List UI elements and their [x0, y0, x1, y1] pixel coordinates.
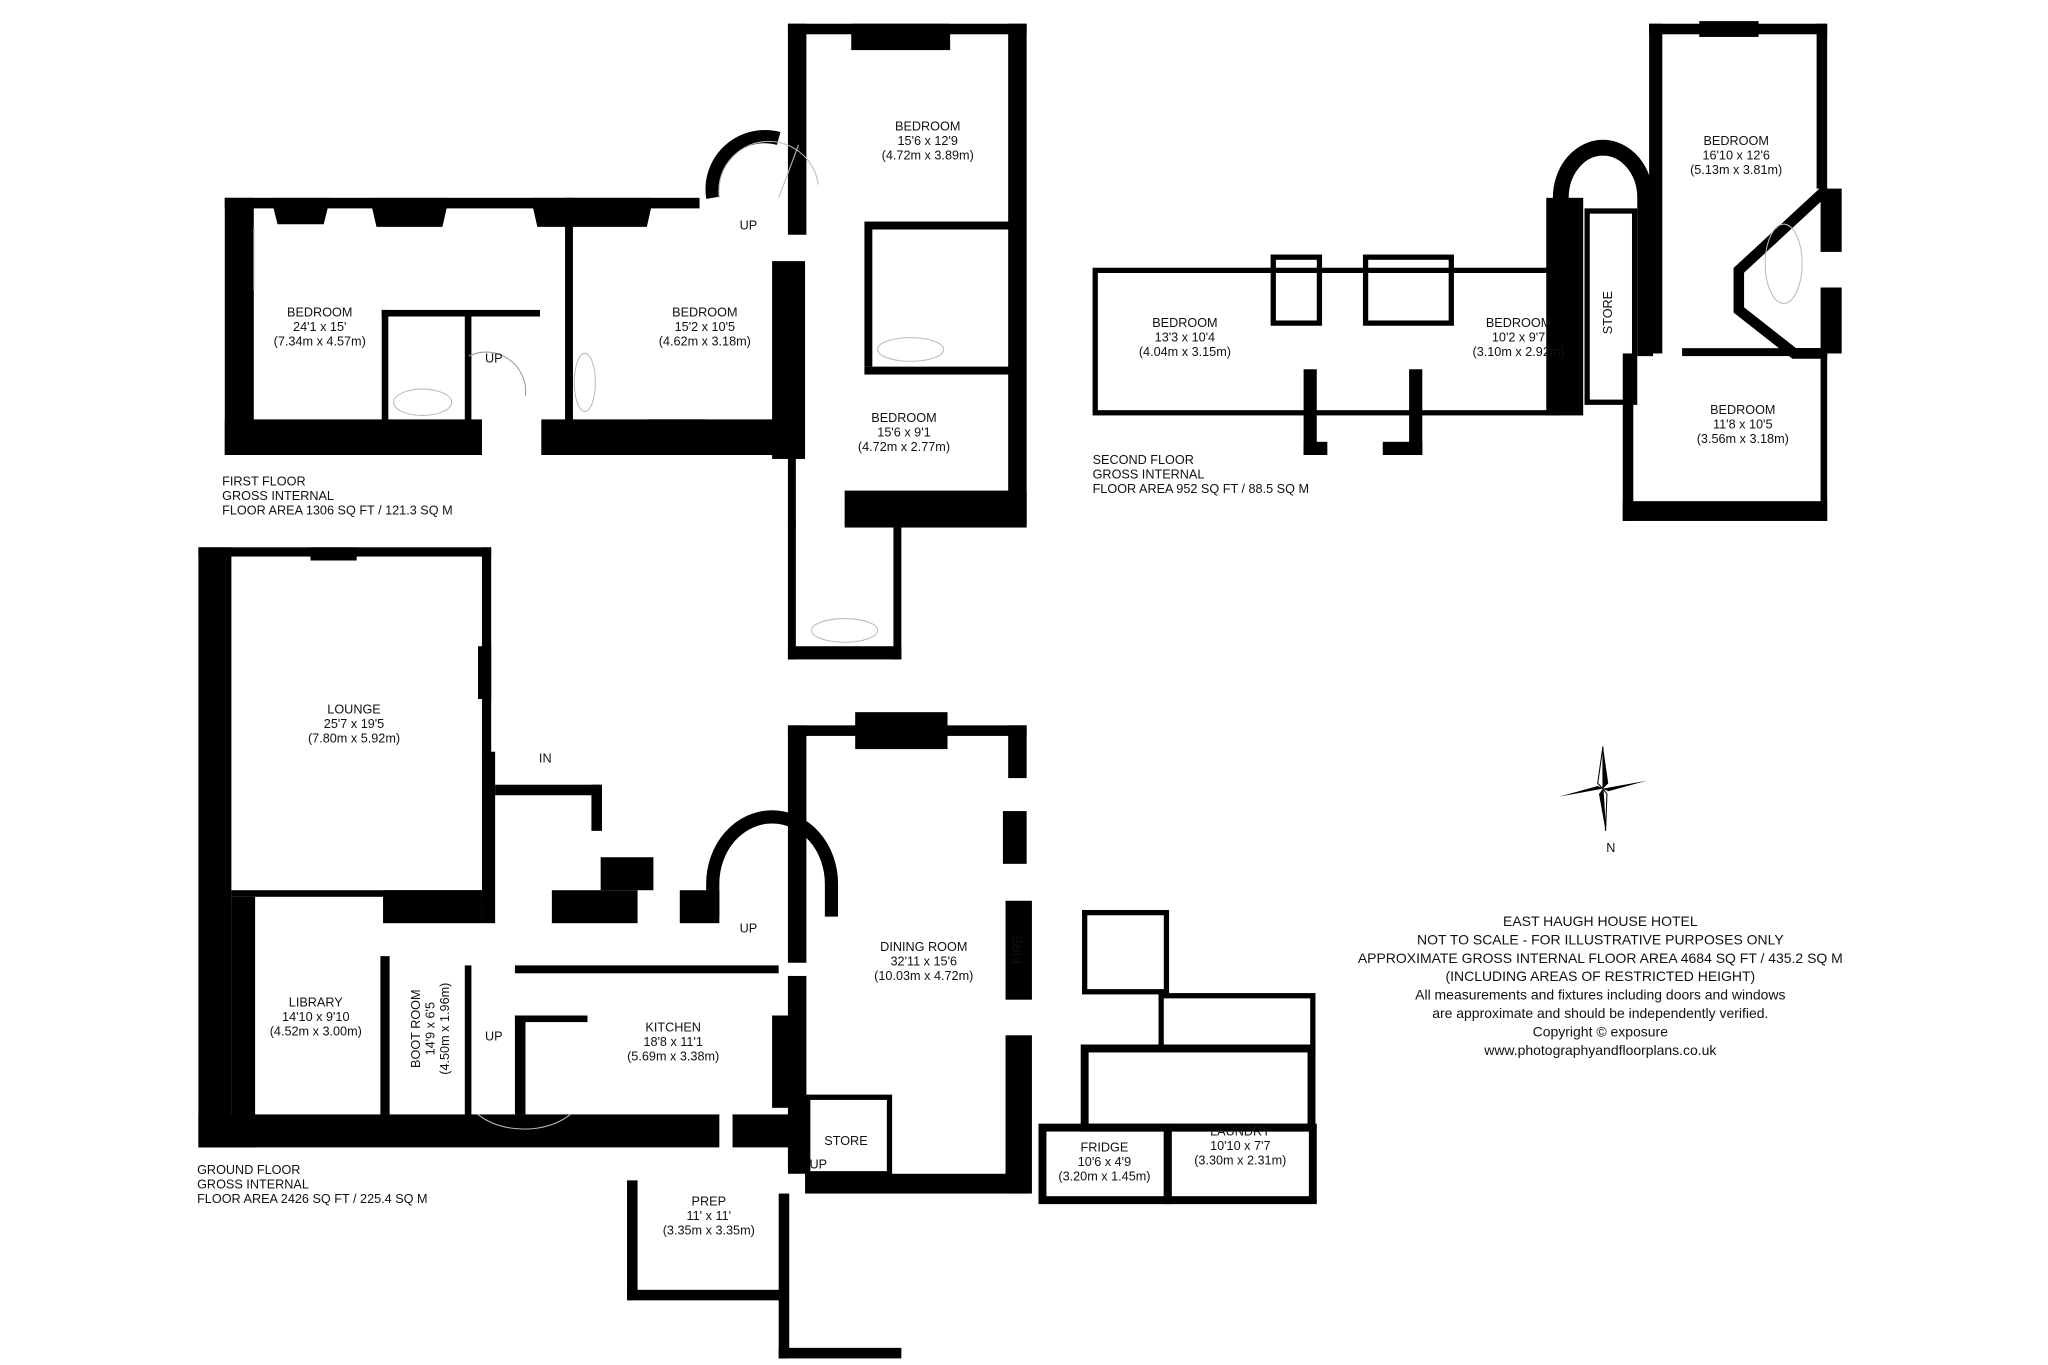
entrance-in-label: IN — [539, 751, 552, 765]
room-label-sf-bedroom-3: BEDROOM 16'10 x 12'6 (5.13m x 3.81m) — [1690, 134, 1782, 177]
svg-text:(3.30m x 2.31m): (3.30m x 2.31m) — [1194, 1154, 1286, 1168]
svg-text:24'1 x 15': 24'1 x 15' — [293, 320, 346, 334]
compass-north-label: N — [1606, 841, 1615, 855]
ground-floor-plan — [198, 547, 1317, 1359]
svg-text:Copyright © exposure: Copyright © exposure — [1533, 1024, 1669, 1040]
svg-text:SECOND FLOOR: SECOND FLOOR — [1093, 453, 1194, 467]
svg-text:BEDROOM: BEDROOM — [871, 411, 936, 425]
svg-text:(4.62m x 3.18m): (4.62m x 3.18m) — [659, 335, 751, 349]
svg-text:are approximate and should be: are approximate and should be independen… — [1432, 1005, 1768, 1021]
svg-text:25'7 x 19'5: 25'7 x 19'5 — [324, 717, 384, 731]
room-label-sf-bedroom-4: BEDROOM 11'8 x 10'5 (3.56m x 3.18m) — [1697, 403, 1789, 446]
svg-text:(7.34m x 4.57m): (7.34m x 4.57m) — [274, 335, 366, 349]
stair-up-label: UP — [740, 218, 758, 232]
svg-text:APPROXIMATE GROSS INTERNAL FLO: APPROXIMATE GROSS INTERNAL FLOOR AREA 46… — [1358, 950, 1843, 966]
svg-text:13'3 x 10'4: 13'3 x 10'4 — [1155, 331, 1215, 345]
stair-up-label: UP — [485, 1030, 503, 1044]
room-label-laundry: LAUNDRY 10'10 x 7'7 (3.30m x 2.31m) — [1194, 1125, 1286, 1168]
svg-text:14'9 x 6'5: 14'9 x 6'5 — [423, 1002, 437, 1055]
svg-text:BEDROOM: BEDROOM — [1703, 134, 1768, 148]
property-title: EAST HAUGH HOUSE HOTEL — [1503, 913, 1698, 929]
svg-text:(4.52m x 3.00m): (4.52m x 3.00m) — [270, 1024, 362, 1038]
first-floor-plan — [224, 23, 1027, 660]
svg-text:(3.56m x 3.18m): (3.56m x 3.18m) — [1697, 432, 1789, 446]
svg-text:GROSS INTERNAL: GROSS INTERNAL — [197, 1177, 309, 1191]
svg-text:FLOOR AREA 2426 SQ FT / 225.4: FLOOR AREA 2426 SQ FT / 225.4 SQ M — [197, 1192, 428, 1206]
room-label-prep: PREP 11' x 11' (3.35m x 3.35m) — [663, 1194, 755, 1237]
svg-text:16'10 x 12'6: 16'10 x 12'6 — [1702, 149, 1769, 163]
svg-text:(4.04m x 3.15m): (4.04m x 3.15m) — [1139, 345, 1231, 359]
stair-up-label: UP — [485, 352, 503, 366]
svg-text:BEDROOM: BEDROOM — [1486, 316, 1551, 330]
room-label-ff-bedroom-2: BEDROOM 15'2 x 10'5 (4.62m x 3.18m) — [659, 306, 751, 349]
room-label-lounge: LOUNGE 25'7 x 19'5 (7.80m x 5.92m) — [308, 702, 400, 745]
room-label-kitchen: KITCHEN 18'8 x 11'1 (5.69m x 3.38m) — [627, 1020, 719, 1063]
disclaimer-notes: EAST HAUGH HOUSE HOTEL NOT TO SCALE - FO… — [1358, 913, 1843, 1058]
room-label-gf-store: STORE — [824, 1134, 867, 1148]
svg-text:15'6 x 9'1: 15'6 x 9'1 — [877, 426, 930, 440]
svg-text:15'6 x 12'9: 15'6 x 12'9 — [898, 134, 958, 148]
stair-up-label: UP — [740, 921, 758, 935]
svg-text:10'6 x 4'9: 10'6 x 4'9 — [1078, 1155, 1131, 1169]
svg-text:10'2 x 9'7: 10'2 x 9'7 — [1492, 331, 1545, 345]
svg-text:(4.72m x 3.89m): (4.72m x 3.89m) — [882, 149, 974, 163]
svg-text:BEDROOM: BEDROOM — [672, 306, 737, 320]
svg-text:(4.72m x 2.77m): (4.72m x 2.77m) — [858, 440, 950, 454]
room-label-ff-bedroom-4: BEDROOM 15'6 x 9'1 (4.72m x 2.77m) — [858, 411, 950, 454]
room-label-boot-room: BOOT ROOM 14'9 x 6'5 (4.50m x 1.96m) — [409, 983, 452, 1075]
svg-text:FIRST FLOOR: FIRST FLOOR — [222, 474, 305, 488]
svg-text:LIBRARY: LIBRARY — [289, 995, 343, 1009]
second-floor-caption: SECOND FLOOR GROSS INTERNAL FLOOR AREA 9… — [1093, 453, 1309, 496]
room-label-fridge: FRIDGE 10'6 x 4'9 (3.20m x 1.45m) — [1058, 1140, 1150, 1183]
svg-text:BEDROOM: BEDROOM — [895, 120, 960, 134]
compass-rose-icon: N — [1559, 746, 1647, 855]
ground-floor-caption: GROUND FLOOR GROSS INTERNAL FLOOR AREA 2… — [197, 1163, 428, 1206]
room-label-sf-bedroom-1: BEDROOM 13'3 x 10'4 (4.04m x 3.15m) — [1139, 316, 1231, 359]
svg-text:GROUND FLOOR: GROUND FLOOR — [197, 1163, 300, 1177]
svg-text:(3.20m x 1.45m): (3.20m x 1.45m) — [1058, 1169, 1150, 1183]
svg-text:BEDROOM: BEDROOM — [287, 306, 352, 320]
svg-text:(3.35m x 3.35m): (3.35m x 3.35m) — [663, 1223, 755, 1237]
svg-text:18'8 x 11'1: 18'8 x 11'1 — [643, 1035, 703, 1049]
svg-text:LAUNDRY: LAUNDRY — [1210, 1125, 1271, 1139]
svg-text:10'10 x 7'7: 10'10 x 7'7 — [1210, 1139, 1270, 1153]
svg-text:11' x 11': 11' x 11' — [687, 1209, 731, 1223]
svg-text:FRIDGE: FRIDGE — [1081, 1140, 1129, 1154]
first-floor-caption: FIRST FLOOR GROSS INTERNAL FLOOR AREA 13… — [222, 474, 453, 517]
svg-text:(5.69m x 3.38m): (5.69m x 3.38m) — [627, 1049, 719, 1063]
room-label-ff-bedroom-1: BEDROOM 24'1 x 15' (7.34m x 4.57m) — [274, 306, 366, 349]
fire-label: FIRE — [1010, 935, 1024, 964]
svg-text:FLOOR AREA 952 SQ FT / 88.5 SQ: FLOOR AREA 952 SQ FT / 88.5 SQ M — [1093, 482, 1309, 496]
svg-text:LOUNGE: LOUNGE — [327, 702, 380, 716]
svg-text:32'11 x 15'6: 32'11 x 15'6 — [891, 954, 958, 968]
svg-text:NOT TO SCALE - FOR ILLUSTRATIV: NOT TO SCALE - FOR ILLUSTRATIVE PURPOSES… — [1417, 931, 1784, 947]
svg-text:15'2 x 10'5: 15'2 x 10'5 — [675, 320, 735, 334]
svg-text:All measurements and fixtures: All measurements and fixtures including … — [1415, 987, 1785, 1003]
room-label-dining-room: DINING ROOM 32'11 x 15'6 (10.03m x 4.72m… — [874, 940, 973, 983]
second-floor-plan — [1092, 21, 1842, 521]
svg-text:11'8 x 10'5: 11'8 x 10'5 — [1713, 418, 1773, 432]
room-label-sf-store: STORE — [1601, 291, 1615, 334]
svg-text:FLOOR AREA 1306 SQ FT / 121.3: FLOOR AREA 1306 SQ FT / 121.3 SQ M — [222, 503, 453, 517]
svg-text:DINING ROOM: DINING ROOM — [880, 940, 967, 954]
svg-text:BEDROOM: BEDROOM — [1710, 403, 1775, 417]
svg-text:GROSS INTERNAL: GROSS INTERNAL — [222, 489, 334, 503]
svg-text:(INCLUDING AREAS OF RESTRICTED: (INCLUDING AREAS OF RESTRICTED HEIGHT) — [1445, 968, 1755, 984]
svg-text:(7.80m x 5.92m): (7.80m x 5.92m) — [308, 732, 400, 746]
stair-up-label: UP — [809, 1157, 827, 1171]
svg-text:(5.13m x 3.81m): (5.13m x 3.81m) — [1690, 163, 1782, 177]
website-link: www.photographyandfloorplans.co.uk — [1483, 1042, 1716, 1058]
svg-text:BEDROOM: BEDROOM — [1152, 316, 1217, 330]
room-label-sf-bedroom-2: BEDROOM 10'2 x 9'7 (3.10m x 2.92m) — [1472, 316, 1564, 359]
svg-text:KITCHEN: KITCHEN — [645, 1020, 701, 1034]
room-label-ff-bedroom-3: BEDROOM 15'6 x 12'9 (4.72m x 3.89m) — [882, 120, 974, 163]
svg-text:PREP: PREP — [692, 1194, 726, 1208]
room-label-library: LIBRARY 14'10 x 9'10 (4.52m x 3.00m) — [270, 995, 362, 1038]
svg-text:BOOT ROOM: BOOT ROOM — [409, 989, 423, 1068]
svg-text:14'10 x 9'10: 14'10 x 9'10 — [282, 1010, 349, 1024]
svg-text:(4.50m x 1.96m): (4.50m x 1.96m) — [438, 983, 452, 1075]
svg-text:(10.03m x 4.72m): (10.03m x 4.72m) — [874, 969, 973, 983]
svg-text:(3.10m x 2.92m): (3.10m x 2.92m) — [1472, 345, 1564, 359]
svg-text:GROSS INTERNAL: GROSS INTERNAL — [1093, 468, 1205, 482]
